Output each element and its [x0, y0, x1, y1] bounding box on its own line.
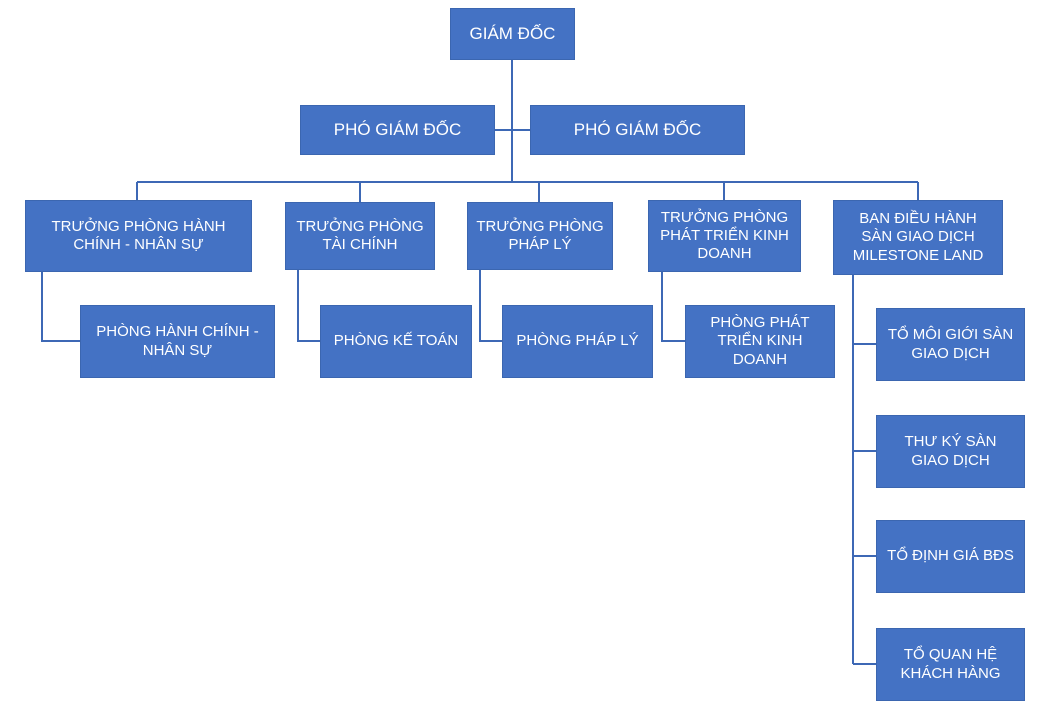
org-node-thu-ky-san[interactable]: THƯ KÝ SÀN GIAO DỊCH — [876, 415, 1025, 488]
org-node-label: TRƯỞNG PHÒNG PHÁT TRIỂN KINH DOANH — [660, 208, 789, 263]
org-node-label: TỔ QUAN HỆ KHÁCH HÀNG — [900, 646, 1001, 682]
connector-elbow-ptkd — [661, 272, 685, 342]
org-node-label: TỔ ĐỊNH GIÁ BĐS — [887, 547, 1014, 565]
org-node-label: PHÒNG KẾ TOÁN — [333, 332, 459, 350]
org-node-label: PHÒNG HÀNH CHÍNH - NHÂN SỰ — [96, 323, 259, 359]
org-node-label: TRƯỞNG PHÒNG HÀNH CHÍNH - NHÂN SỰ — [51, 217, 226, 253]
org-node-truong-phong-phap-ly[interactable]: TRƯỞNG PHÒNG PHÁP LÝ — [467, 202, 613, 270]
org-node-label: GIÁM ĐỐC — [469, 23, 556, 43]
org-node-phong-ptkd[interactable]: PHÒNG PHÁT TRIỂN KINH DOANH — [685, 305, 835, 378]
org-node-truong-phong-tai-chinh[interactable]: TRƯỞNG PHÒNG TÀI CHÍNH — [285, 202, 435, 270]
org-node-pho-giam-doc-left[interactable]: PHÓ GIÁM ĐỐC — [300, 105, 495, 155]
org-node-label: BAN ĐIỀU HÀNH SÀN GIAO DỊCH MILESTONE LA… — [852, 210, 984, 264]
org-node-label: PHÒNG PHÁP LÝ — [516, 332, 639, 350]
org-node-phong-hanh-chinh[interactable]: PHÒNG HÀNH CHÍNH - NHÂN SỰ — [80, 305, 275, 378]
org-node-label: PHÓ GIÁM ĐỐC — [573, 119, 702, 139]
org-node-phong-phap-ly[interactable]: PHÒNG PHÁP LÝ — [502, 305, 653, 378]
org-node-to-dinh-gia[interactable]: TỔ ĐỊNH GIÁ BĐS — [876, 520, 1025, 593]
org-node-label: TRƯỞNG PHÒNG TÀI CHÍNH — [296, 217, 424, 253]
org-node-truong-phong-hanh-chinh[interactable]: TRƯỞNG PHÒNG HÀNH CHÍNH - NHÂN SỰ — [25, 200, 252, 272]
org-node-label: THƯ KÝ SÀN GIAO DỊCH — [904, 433, 997, 469]
connector-elbow-hanh-chinh — [41, 272, 80, 342]
org-node-pho-giam-doc-right[interactable]: PHÓ GIÁM ĐỐC — [530, 105, 745, 155]
org-node-label: TRƯỞNG PHÒNG PHÁP LÝ — [476, 217, 604, 253]
org-node-to-quan-he[interactable]: TỔ QUAN HỆ KHÁCH HÀNG — [876, 628, 1025, 701]
connector-elbow-phap-ly — [479, 270, 502, 342]
org-node-ban-dieu-hanh[interactable]: BAN ĐIỀU HÀNH SÀN GIAO DỊCH MILESTONE LA… — [833, 200, 1003, 275]
org-node-label: PHÒNG PHÁT TRIỂN KINH DOANH — [710, 314, 810, 368]
org-node-phong-ke-toan[interactable]: PHÒNG KẾ TOÁN — [320, 305, 472, 378]
org-node-label: PHÓ GIÁM ĐỐC — [333, 119, 462, 139]
org-node-label: TỔ MÔI GIỚI SÀN GIAO DỊCH — [887, 326, 1014, 362]
connector-elbow-ke-toan — [297, 270, 320, 342]
org-node-truong-phong-ptkd[interactable]: TRƯỞNG PHÒNG PHÁT TRIỂN KINH DOANH — [648, 200, 801, 272]
org-node-to-moi-gioi[interactable]: TỔ MÔI GIỚI SÀN GIAO DỊCH — [876, 308, 1025, 381]
org-node-giam-doc[interactable]: GIÁM ĐỐC — [450, 8, 575, 60]
